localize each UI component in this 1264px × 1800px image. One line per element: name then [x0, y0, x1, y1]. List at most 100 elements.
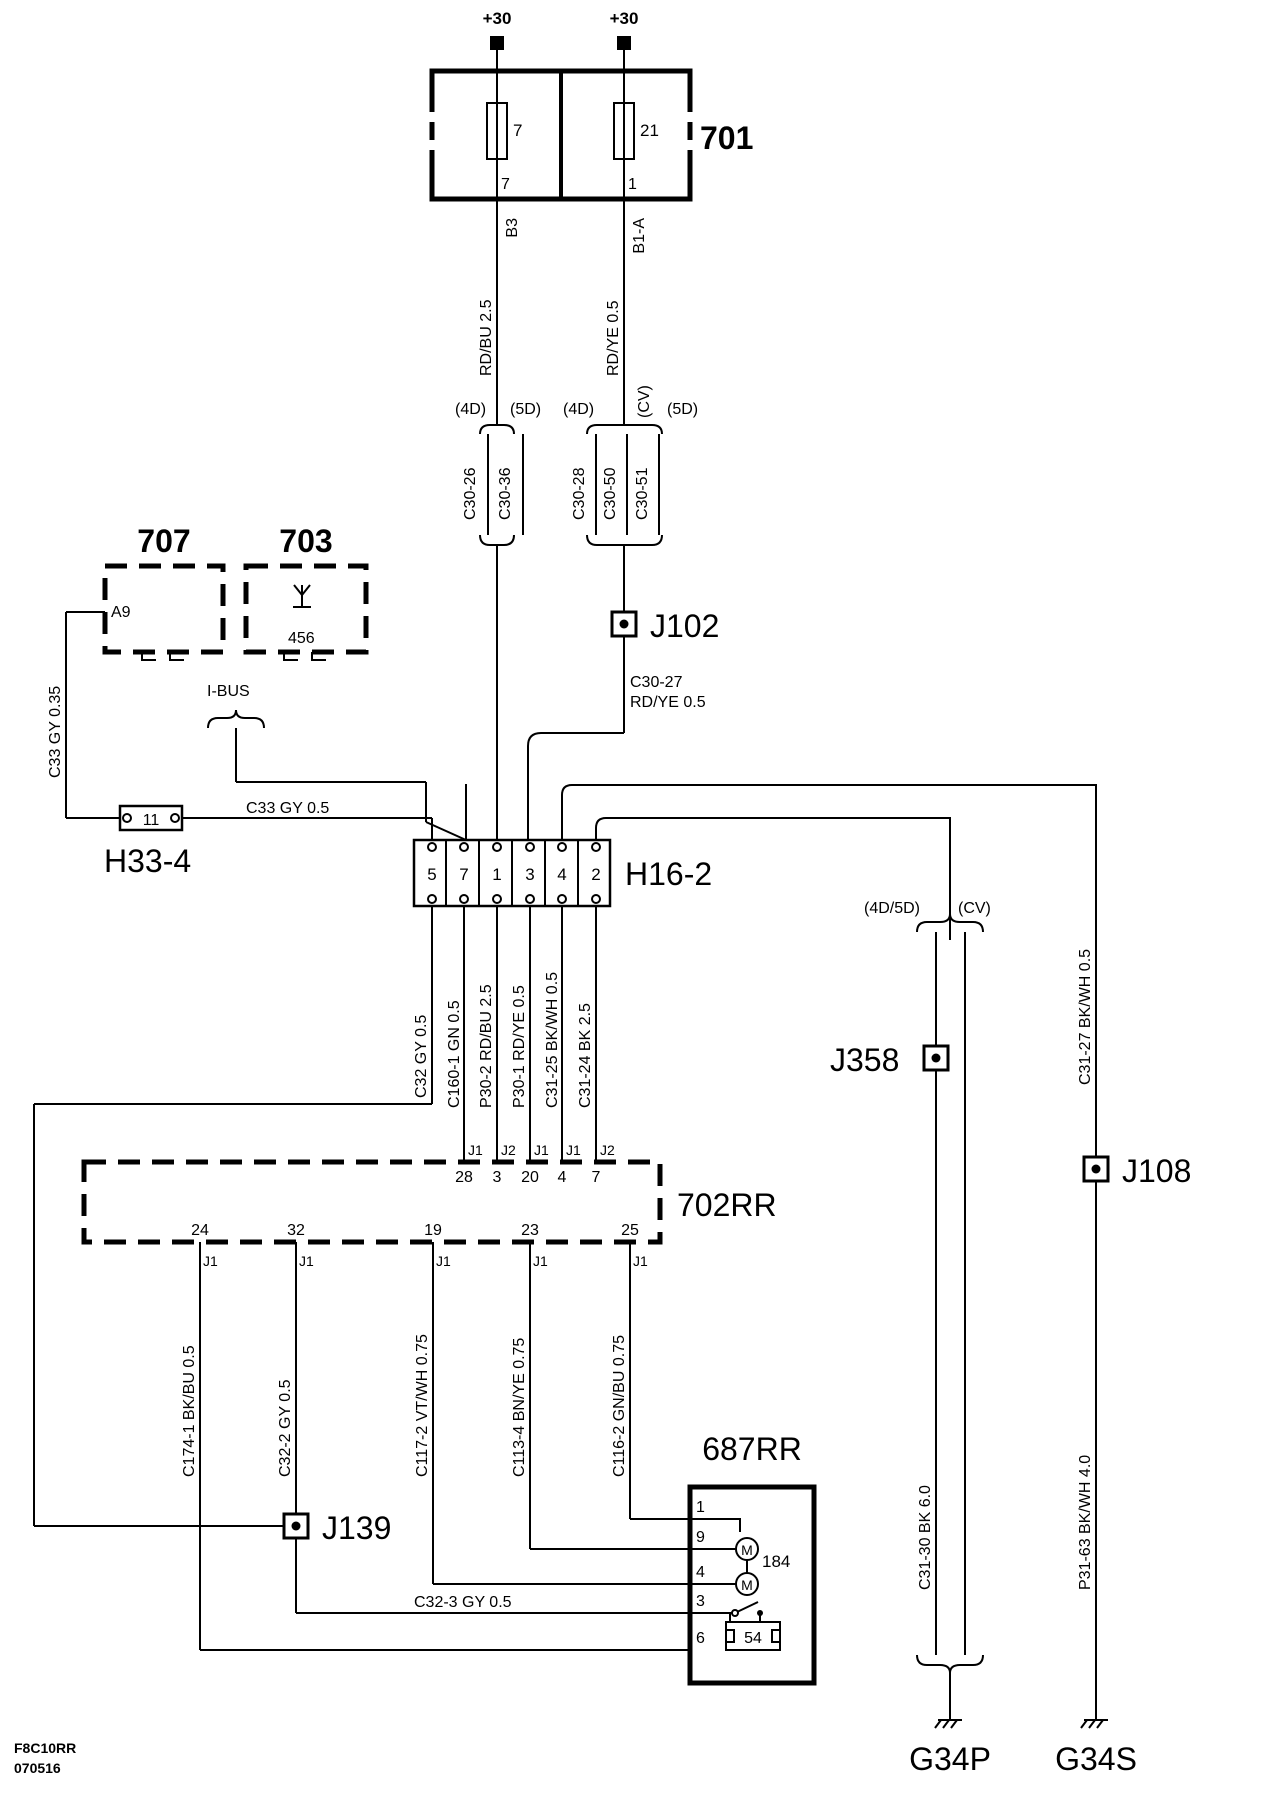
svg-text:B1-A: B1-A: [631, 218, 648, 254]
wire-p31-63: P31-63 BK/WH 4.0: [1077, 1455, 1094, 1590]
junction-j358: J358: [830, 1042, 950, 1078]
svg-text:1: 1: [628, 176, 637, 193]
wire-c116: C116-2 GN/BU 0.75: [611, 1335, 628, 1477]
wire-c33-horiz: C33 GY 0.5: [246, 800, 329, 817]
svg-text:(4D/5D): (4D/5D): [864, 900, 920, 917]
inline-connector-h33-4: 11 H33-4: [104, 804, 191, 879]
svg-text:4: 4: [557, 865, 566, 884]
svg-text:25: 25: [621, 1222, 639, 1239]
svg-text:7: 7: [501, 176, 510, 193]
svg-text:54: 54: [744, 1630, 762, 1647]
svg-text:11: 11: [143, 812, 160, 829]
svg-text:4: 4: [696, 1564, 705, 1581]
svg-text:J2: J2: [600, 1142, 615, 1158]
wire-p30-1: P30-1 RD/YE 0.5: [511, 985, 528, 1108]
svg-text:C30-51: C30-51: [634, 467, 651, 520]
svg-text:J102: J102: [650, 608, 719, 644]
svg-text:23: 23: [521, 1222, 539, 1239]
motor-icon: M: [735, 1537, 759, 1561]
wire-c33-vert: C33 GY 0.35: [47, 686, 64, 778]
svg-text:+30: +30: [483, 9, 512, 28]
ibus-label: I-BUS: [207, 683, 250, 700]
svg-text:J1: J1: [299, 1253, 314, 1269]
svg-text:(CV): (CV): [958, 900, 991, 917]
connector-c30-right: C30-28 C30-50 C30-51: [571, 434, 663, 546]
svg-text:2: 2: [591, 865, 600, 884]
svg-text:703: 703: [279, 523, 332, 559]
antenna-icon: [293, 584, 311, 608]
junction-j108: J108: [1082, 1153, 1191, 1189]
svg-text:1: 1: [492, 865, 501, 884]
svg-text:M: M: [741, 1577, 753, 1593]
power-terminal-a: +30: [483, 9, 512, 50]
svg-text:C30-27: C30-27: [630, 674, 683, 691]
svg-text:J1: J1: [468, 1142, 483, 1158]
svg-text:3: 3: [493, 1169, 502, 1186]
module-687rr: 687RR 1 9 4 3 6 M M 184 54: [687, 1431, 817, 1686]
connector-c30-left: C30-26 C30-36: [462, 434, 524, 546]
svg-text:J108: J108: [1122, 1153, 1191, 1189]
fuse-21: 21 1: [613, 72, 659, 199]
svg-text:24: 24: [191, 1222, 209, 1239]
junction-j139: J139: [282, 1510, 391, 1546]
svg-text:4: 4: [558, 1169, 567, 1186]
wire-c31-24: C31-24 BK 2.5: [577, 1003, 594, 1108]
footer-code: F8C10RR: [14, 1740, 76, 1756]
wire-c160: C160-1 GN 0.5: [446, 1000, 463, 1108]
wire-c32-3: C32-3 GY 0.5: [414, 1594, 512, 1611]
svg-text:7: 7: [459, 865, 468, 884]
svg-text:7: 7: [513, 121, 522, 140]
svg-text:3: 3: [696, 1593, 705, 1610]
connector-h16-2: 5 7 1 3 4 2 H16-2: [412, 838, 712, 908]
switch-icon: 54: [690, 1601, 781, 1651]
svg-text:J1: J1: [203, 1253, 218, 1269]
fuse-7: 7 7: [486, 72, 522, 199]
svg-text:32: 32: [287, 1222, 305, 1239]
svg-text:456: 456: [288, 630, 315, 647]
svg-text:20: 20: [521, 1169, 539, 1186]
svg-text:5: 5: [427, 865, 436, 884]
fusebox-id: 701: [700, 120, 753, 156]
svg-text:7: 7: [592, 1169, 601, 1186]
wire-c174: C174-1 BK/BU 0.5: [181, 1345, 198, 1477]
footer-date: 070516: [14, 1760, 61, 1776]
svg-text:3: 3: [525, 865, 534, 884]
wire-c31-30: C31-30 BK 6.0: [917, 1485, 934, 1590]
svg-text:6: 6: [696, 1630, 705, 1647]
svg-text:184: 184: [762, 1552, 790, 1571]
svg-text:C30-50: C30-50: [602, 467, 619, 520]
motor-icon: M: [735, 1572, 759, 1596]
svg-text:(4D): (4D): [563, 401, 594, 418]
wire-rdbu-top: RD/BU 2.5: [478, 299, 495, 376]
svg-text:(4D): (4D): [455, 401, 486, 418]
svg-text:707: 707: [137, 523, 190, 559]
svg-text:RD/YE 0.5: RD/YE 0.5: [630, 694, 706, 711]
svg-text:28: 28: [455, 1169, 473, 1186]
svg-text:H33-4: H33-4: [104, 843, 191, 879]
ground-icon: G34P: [909, 1719, 991, 1777]
svg-text:19: 19: [424, 1222, 442, 1239]
wire-c32-2: C32-2 GY 0.5: [277, 1379, 294, 1477]
svg-text:C30-26: C30-26: [462, 467, 479, 520]
svg-text:J358: J358: [830, 1042, 899, 1078]
svg-text:9: 9: [696, 1529, 705, 1546]
module-703: 703 456: [243, 523, 369, 661]
svg-text:21: 21: [640, 121, 659, 140]
ground-icon: G34S: [1055, 1719, 1137, 1777]
svg-text:J2: J2: [501, 1142, 516, 1158]
svg-text:J1: J1: [566, 1142, 581, 1158]
junction-j102: J102: [610, 608, 719, 644]
svg-text:C30-28: C30-28: [571, 467, 588, 520]
svg-text:H16-2: H16-2: [625, 856, 712, 892]
module-702rr: 702RR J1 J2 J1 J1 J2 28 3 20 4 7 24 32 1…: [81, 1142, 777, 1269]
svg-text:A9: A9: [111, 604, 131, 621]
svg-text:J1: J1: [633, 1253, 648, 1269]
wire-p30-2: P30-2 RD/BU 2.5: [478, 984, 495, 1108]
svg-text:J1: J1: [534, 1142, 549, 1158]
module-707: 707 A9: [102, 523, 226, 661]
wire-c113: C113-4 BN/YE 0.75: [511, 1338, 528, 1477]
svg-text:687RR: 687RR: [702, 1431, 802, 1467]
h16-pin-bottom-circles: [427, 894, 601, 904]
svg-text:J139: J139: [322, 1510, 391, 1546]
